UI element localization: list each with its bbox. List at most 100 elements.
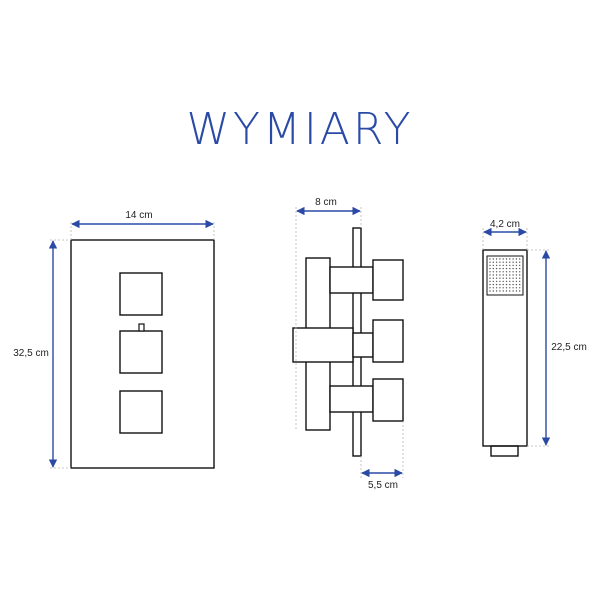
side-view: 8 cm 5,5 cm — [292, 197, 404, 491]
nozzle-dot — [519, 274, 521, 276]
nozzle-dot — [515, 271, 518, 273]
nozzle-dot — [512, 264, 514, 267]
nozzle-dot — [505, 261, 508, 263]
nozzle-dot — [499, 280, 501, 283]
nozzle-dot — [515, 274, 518, 276]
nozzle-dot — [492, 283, 494, 286]
nozzle-dot — [519, 267, 521, 270]
nozzle-dot — [512, 287, 514, 289]
nozzle-dot — [505, 283, 508, 286]
nozzle-dot — [489, 267, 491, 270]
nozzle-dot — [492, 290, 494, 292]
nozzle-dot — [489, 261, 491, 263]
nozzle-dot — [489, 264, 491, 267]
nozzle-dot — [499, 264, 501, 267]
side-knob-top — [372, 259, 404, 301]
nozzle-dot — [495, 290, 498, 292]
nozzle-dot — [505, 258, 508, 260]
nozzle-dot — [512, 274, 514, 276]
nozzle-dot — [495, 271, 498, 273]
nozzle-dot — [492, 258, 494, 260]
nozzle-dot — [505, 267, 508, 270]
shower-height-label: 22,5 cm — [551, 342, 587, 353]
nozzle-dot — [499, 267, 501, 270]
nozzle-dot — [499, 277, 501, 279]
nozzle-dot — [515, 287, 518, 289]
nozzle-dot — [492, 280, 494, 283]
nozzle-dot — [502, 267, 504, 270]
front-height-label: 32,5 cm — [13, 348, 49, 359]
side-knob-middle — [372, 319, 404, 363]
nozzle-dot — [509, 274, 511, 276]
nozzle-dot — [502, 287, 504, 289]
nozzle-dot — [509, 258, 511, 260]
stem-bottom — [329, 385, 374, 413]
nozzle-dot — [512, 267, 514, 270]
nozzle-dot — [512, 271, 514, 273]
nozzle-dot — [505, 264, 508, 267]
side-knob-depth-label: 5,5 cm — [368, 480, 398, 491]
nozzle-dot — [502, 274, 504, 276]
front-width-label: 14 cm — [125, 210, 152, 221]
front-view: 14 cm 32,5 cm — [13, 210, 215, 469]
nozzle-dot — [509, 277, 511, 279]
stem-top — [329, 266, 374, 294]
nozzle-dot — [512, 261, 514, 263]
nozzle-dot — [509, 267, 511, 270]
nozzle-dot — [515, 277, 518, 279]
nozzle-dot — [489, 280, 491, 283]
nozzle-dot — [492, 267, 494, 270]
nozzle-dot — [489, 258, 491, 260]
nozzle-dot — [509, 271, 511, 273]
nozzle-dot — [505, 271, 508, 273]
nozzle-dot — [512, 277, 514, 279]
nozzle-dot — [509, 283, 511, 286]
nozzle-dot — [519, 258, 521, 260]
nozzle-dot — [505, 274, 508, 276]
nozzle-dot — [519, 261, 521, 263]
nozzle-dot — [519, 271, 521, 273]
nozzle-dot — [499, 290, 501, 292]
nozzle-dot — [495, 264, 498, 267]
nozzle-dot — [489, 274, 491, 276]
knob-top — [119, 272, 163, 316]
nozzle-dot — [502, 261, 504, 263]
nozzle-dot — [519, 277, 521, 279]
nozzle-dot — [519, 283, 521, 286]
nozzle-dot — [512, 283, 514, 286]
nozzle-dot — [499, 283, 501, 286]
nozzle-dot — [505, 287, 508, 289]
nozzle-dot — [505, 277, 508, 279]
nozzle-dot — [495, 277, 498, 279]
nozzle-dot — [519, 264, 521, 267]
outlet-block — [292, 327, 354, 363]
nozzle-dot — [502, 258, 504, 260]
shower-handle — [482, 249, 528, 447]
nozzle-dot — [509, 287, 511, 289]
shower-width-label: 4,2 cm — [490, 219, 520, 230]
nozzle-dot — [515, 261, 518, 263]
nozzle-dot — [499, 261, 501, 263]
nozzle-dot — [515, 280, 518, 283]
nozzle-dot — [502, 290, 504, 292]
nozzle-dot — [515, 290, 518, 292]
nozzle-dot — [505, 280, 508, 283]
shower-nozzle-grid — [489, 258, 521, 292]
nozzle-dot — [495, 283, 498, 286]
mixer-faceplate — [70, 239, 215, 469]
nozzle-dot — [515, 258, 518, 260]
nozzle-dot — [492, 277, 494, 279]
nozzle-dot — [502, 280, 504, 283]
nozzle-dot — [519, 290, 521, 292]
side-knob-bottom — [372, 378, 404, 422]
nozzle-dot — [509, 261, 511, 263]
knob-bottom — [119, 390, 163, 434]
nozzle-dot — [492, 274, 494, 276]
nozzle-dot — [489, 290, 491, 292]
nozzle-dot — [499, 271, 501, 273]
nozzle-dot — [502, 264, 504, 267]
knob-indicator — [138, 323, 145, 332]
nozzle-dot — [512, 290, 514, 292]
nozzle-dot — [505, 290, 508, 292]
